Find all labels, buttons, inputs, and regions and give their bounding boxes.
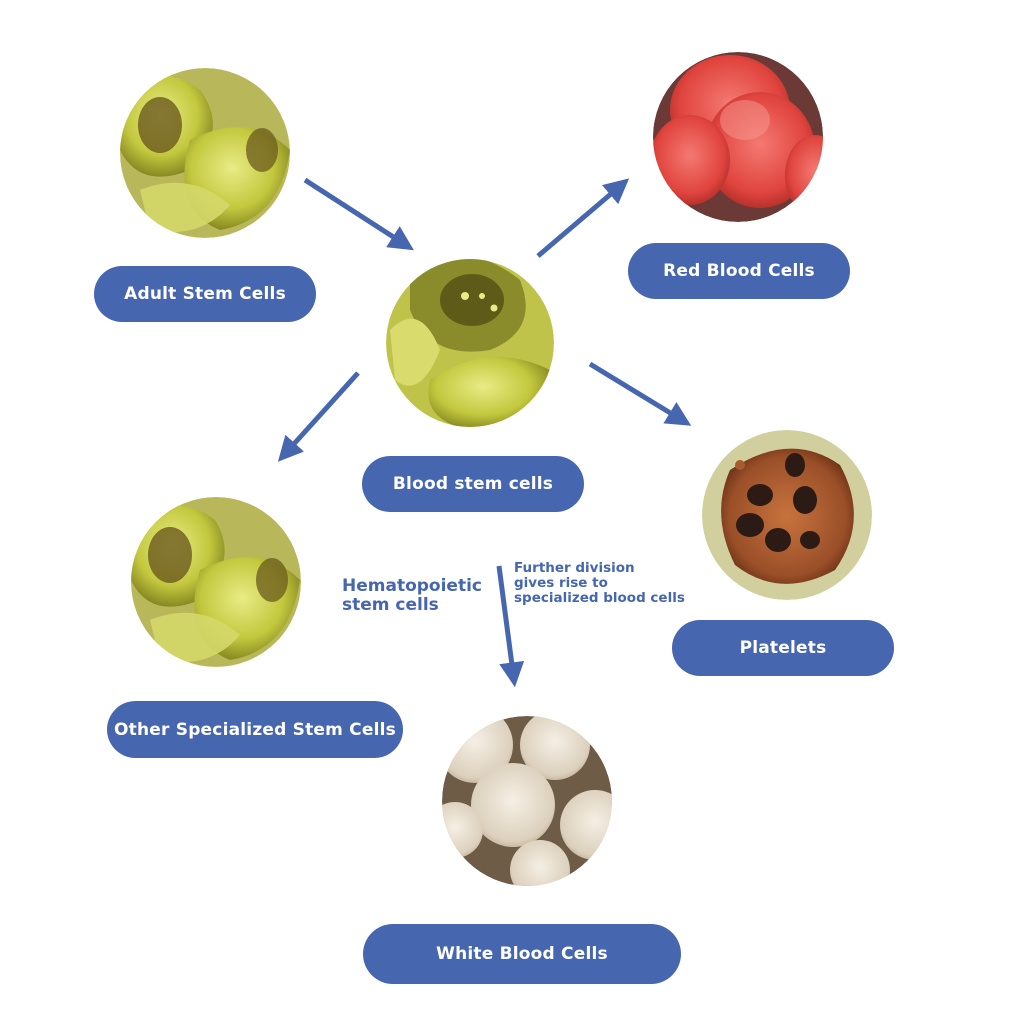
further-division-annotation: Further division gives rise to specializ… [514, 560, 685, 607]
platelets-image [702, 430, 872, 600]
label-blood-stem-cells: Blood stem cells [362, 456, 584, 512]
other-specialized-stem-cells-image [131, 497, 301, 667]
hematopoietic-annotation: Hematopoietic stem cells [342, 576, 482, 616]
blood-stem-cells-image [386, 259, 554, 427]
hematopoietic-line-2: stem cells [342, 595, 439, 616]
arrow-blood-stem-to-platelets [588, 361, 692, 426]
hematopoietic-line-1: Hematopoietic [342, 576, 482, 596]
label-other-specialized-stem-cells: Other Specialized Stem Cells [107, 701, 403, 758]
label-platelets: Platelets [672, 620, 894, 676]
red-blood-cells-image [653, 52, 823, 222]
further-line-1: Further division [514, 560, 635, 576]
arrow-to-white-blood-cells [496, 565, 525, 688]
further-line-2: gives rise to [514, 575, 608, 592]
arrow-blood-stem-to-red-cells [536, 178, 630, 258]
label-adult-stem-cells: Adult Stem Cells [94, 266, 316, 322]
further-line-3: specialized blood cells [514, 590, 685, 607]
label-red-blood-cells: Red Blood Cells [628, 243, 850, 299]
white-blood-cells-image [442, 716, 612, 886]
label-white-blood-cells: White Blood Cells [363, 924, 681, 984]
arrow-blood-stem-to-other-specialized [277, 371, 360, 462]
arrow-adult-to-blood-stem [303, 177, 414, 251]
adult-stem-cells-image [120, 68, 290, 238]
